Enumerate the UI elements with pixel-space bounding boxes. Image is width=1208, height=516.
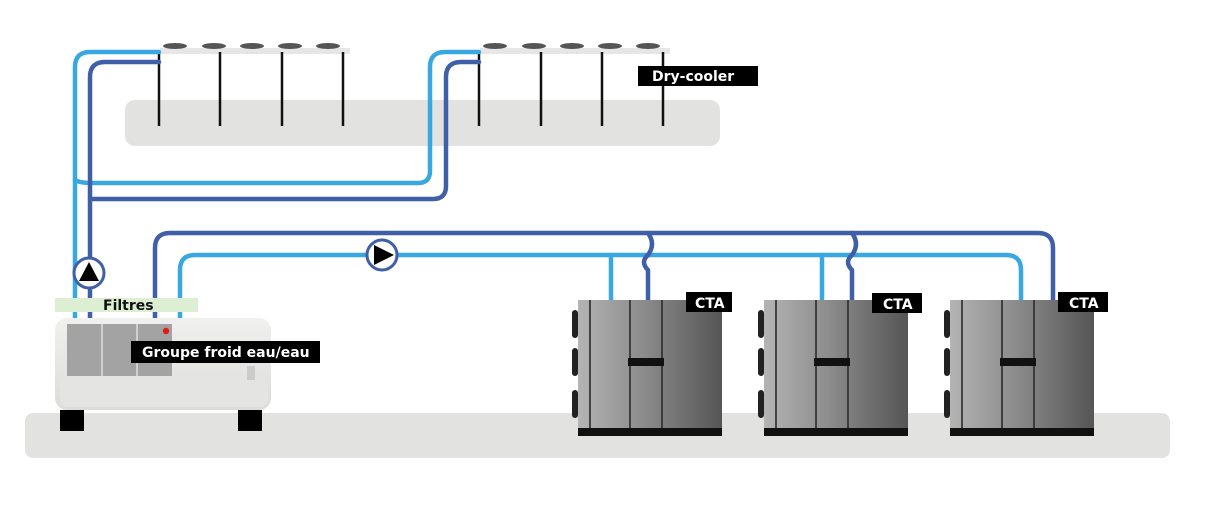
pipe-drycooler-supply <box>72 49 162 323</box>
unit-foot-left <box>60 410 84 431</box>
cta-label-2: CTA <box>883 297 913 313</box>
pipe-drycooler-return <box>87 59 162 323</box>
pipe-cta-supply <box>177 252 1024 323</box>
cta-unit-2 <box>758 300 908 436</box>
dry-cooler-label: Dry-cooler <box>652 69 734 85</box>
unit-foot-right <box>238 410 262 431</box>
cta-label-3: CTA <box>1069 296 1099 312</box>
cta-label-bg-1 <box>686 292 732 312</box>
pipe-drycooler-supply-branch <box>72 49 482 186</box>
filtres-label: Filtres <box>103 298 154 314</box>
cta-unit-3 <box>944 300 1094 436</box>
pump-triangle-up-icon <box>72 256 106 290</box>
pipe-drycooler-return-branch <box>87 59 482 202</box>
dry-cooler-left <box>157 43 350 126</box>
indicator-light <box>162 327 170 335</box>
pipe-branch-cta1-return <box>641 230 655 303</box>
filter-band <box>55 298 198 312</box>
dry-cooler-label-bg <box>638 66 758 86</box>
cta-unit-1 <box>572 300 722 436</box>
pump-triangle-right-icon <box>365 238 399 272</box>
pipe-cta-return <box>152 230 1056 323</box>
groupe-froid-label: Groupe froid eau/eau <box>142 345 310 361</box>
pipe-branch-cta2-return <box>845 230 859 303</box>
cta-label-bg-3 <box>1058 292 1108 312</box>
cta-label-bg-2 <box>872 293 922 313</box>
groupe-froid-label-bg <box>131 341 320 363</box>
roof-slab <box>125 100 720 146</box>
cta-label-1: CTA <box>695 296 725 312</box>
dry-cooler-right <box>477 43 670 126</box>
